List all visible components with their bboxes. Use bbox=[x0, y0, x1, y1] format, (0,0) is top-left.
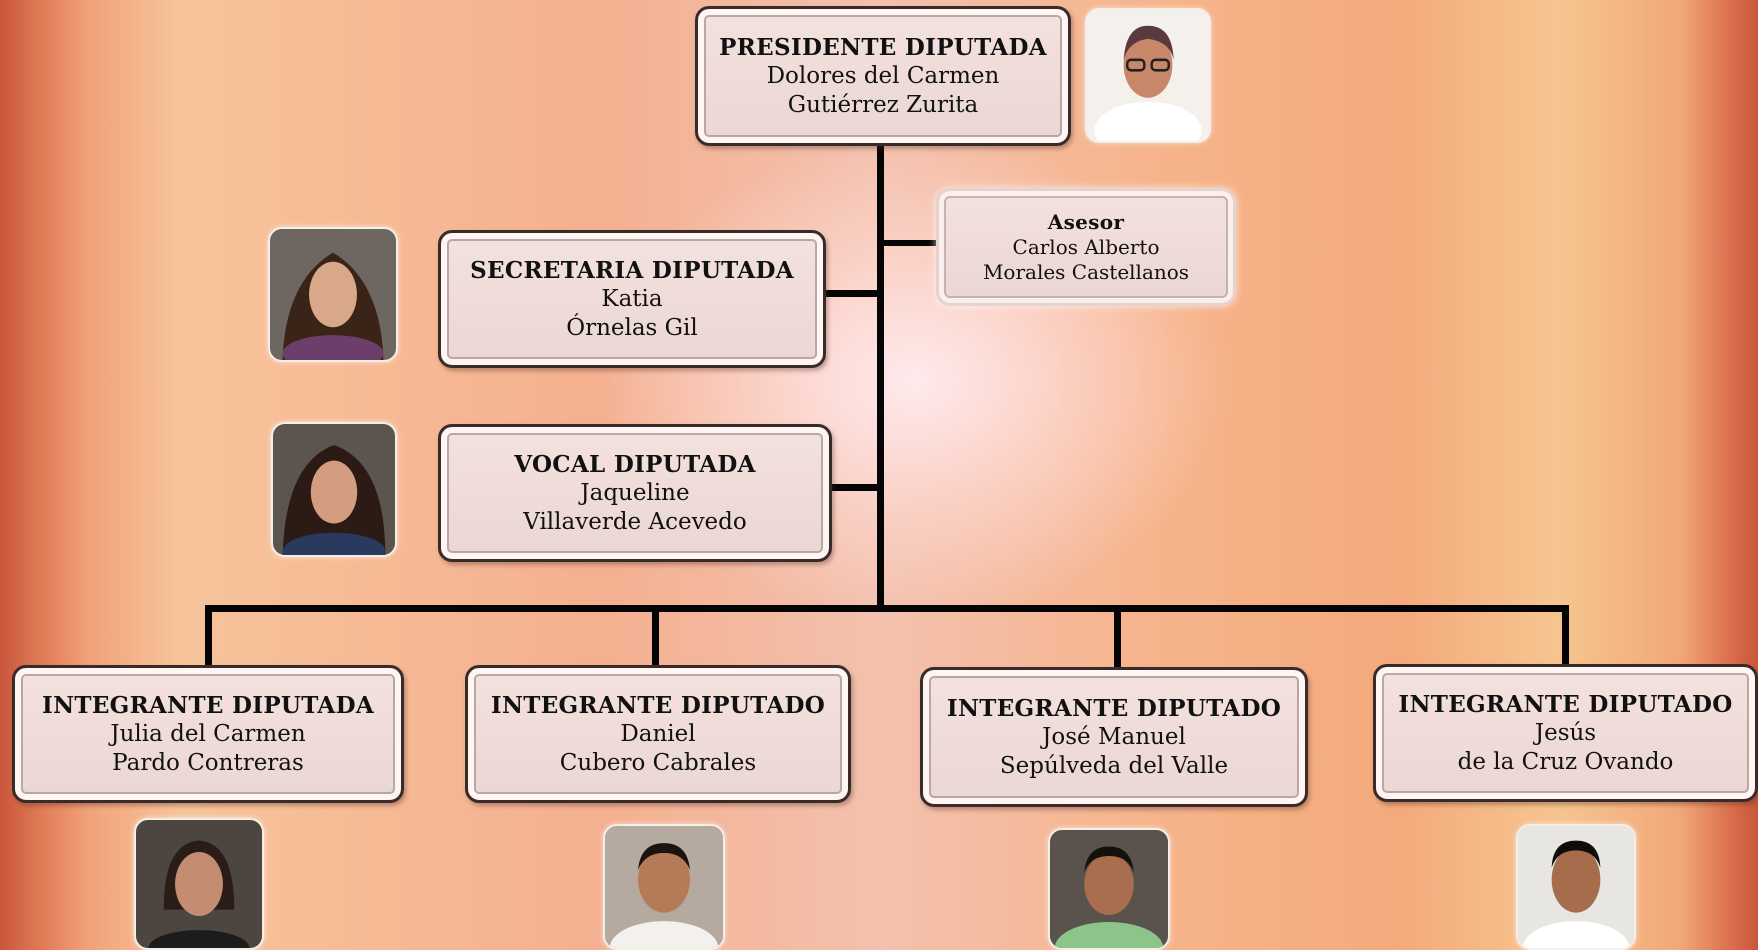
connector-member-3 bbox=[1114, 605, 1121, 667]
connector-trunk bbox=[877, 146, 884, 608]
member-3-role: INTEGRANTE DIPUTADO bbox=[946, 694, 1282, 722]
member-2-name-line1: Daniel bbox=[620, 720, 696, 747]
member-2-role: INTEGRANTE DIPUTADO bbox=[490, 691, 826, 719]
vocal-photo bbox=[271, 422, 397, 557]
advisor-box: Asesor Carlos Alberto Morales Castellano… bbox=[936, 188, 1236, 306]
connector-member-4 bbox=[1562, 605, 1569, 665]
secretary-role: SECRETARIA DIPUTADA bbox=[470, 256, 794, 284]
vocal-role: VOCAL DIPUTADA bbox=[514, 450, 756, 478]
vocal-name-line2: Villaverde Acevedo bbox=[523, 508, 747, 535]
member-3-name-line2: Sepúlveda del Valle bbox=[999, 752, 1229, 779]
president-role: PRESIDENTE DIPUTADA bbox=[719, 33, 1047, 61]
member-1-name-line2: Pardo Contreras bbox=[112, 749, 304, 776]
connector-vocal bbox=[832, 484, 882, 491]
vocal-name-line1: Jaqueline bbox=[580, 479, 690, 506]
advisor-name-line1: Carlos Alberto bbox=[1012, 234, 1160, 259]
connector-member-2 bbox=[652, 605, 659, 665]
vocal-box: VOCAL DIPUTADA Jaqueline Villaverde Acev… bbox=[438, 424, 832, 562]
member-3-photo bbox=[1048, 828, 1170, 950]
member-1-name-line1: Julia del Carmen bbox=[110, 720, 306, 747]
member-2-photo bbox=[603, 824, 725, 950]
secretary-name-line1: Katia bbox=[601, 285, 663, 312]
member-4-photo bbox=[1516, 824, 1636, 950]
member-box-2: INTEGRANTE DIPUTADO Daniel Cubero Cabral… bbox=[465, 665, 851, 803]
member-2-name-line2: Cubero Cabrales bbox=[559, 749, 757, 776]
connector-advisor bbox=[880, 240, 936, 246]
member-4-name-line1: Jesús bbox=[1534, 719, 1597, 746]
secretary-name-line2: Órnelas Gil bbox=[566, 314, 698, 341]
advisor-role: Asesor bbox=[1047, 209, 1125, 234]
connector-members-bar bbox=[205, 605, 1569, 612]
president-box: PRESIDENTE DIPUTADA Dolores del Carmen G… bbox=[695, 6, 1071, 146]
president-name-line1: Dolores del Carmen bbox=[766, 62, 1000, 89]
member-4-role: INTEGRANTE DIPUTADO bbox=[1398, 690, 1733, 718]
member-1-role: INTEGRANTE DIPUTADA bbox=[42, 691, 374, 719]
advisor-name-line2: Morales Castellanos bbox=[982, 259, 1190, 284]
president-photo bbox=[1085, 8, 1211, 143]
member-3-name-line1: José Manuel bbox=[1042, 723, 1186, 750]
member-1-photo bbox=[134, 818, 264, 950]
connector-member-1 bbox=[205, 605, 212, 665]
connector-secretary bbox=[826, 290, 882, 297]
member-4-name-line2: de la Cruz Ovando bbox=[1457, 748, 1674, 775]
secretary-photo bbox=[268, 227, 398, 362]
member-box-3: INTEGRANTE DIPUTADO José Manuel Sepúlved… bbox=[920, 667, 1308, 807]
member-box-1: INTEGRANTE DIPUTADA Julia del Carmen Par… bbox=[12, 665, 404, 803]
member-box-4: INTEGRANTE DIPUTADO Jesús de la Cruz Ova… bbox=[1373, 664, 1758, 802]
president-name-line2: Gutiérrez Zurita bbox=[787, 91, 979, 118]
secretary-box: SECRETARIA DIPUTADA Katia Órnelas Gil bbox=[438, 230, 826, 368]
